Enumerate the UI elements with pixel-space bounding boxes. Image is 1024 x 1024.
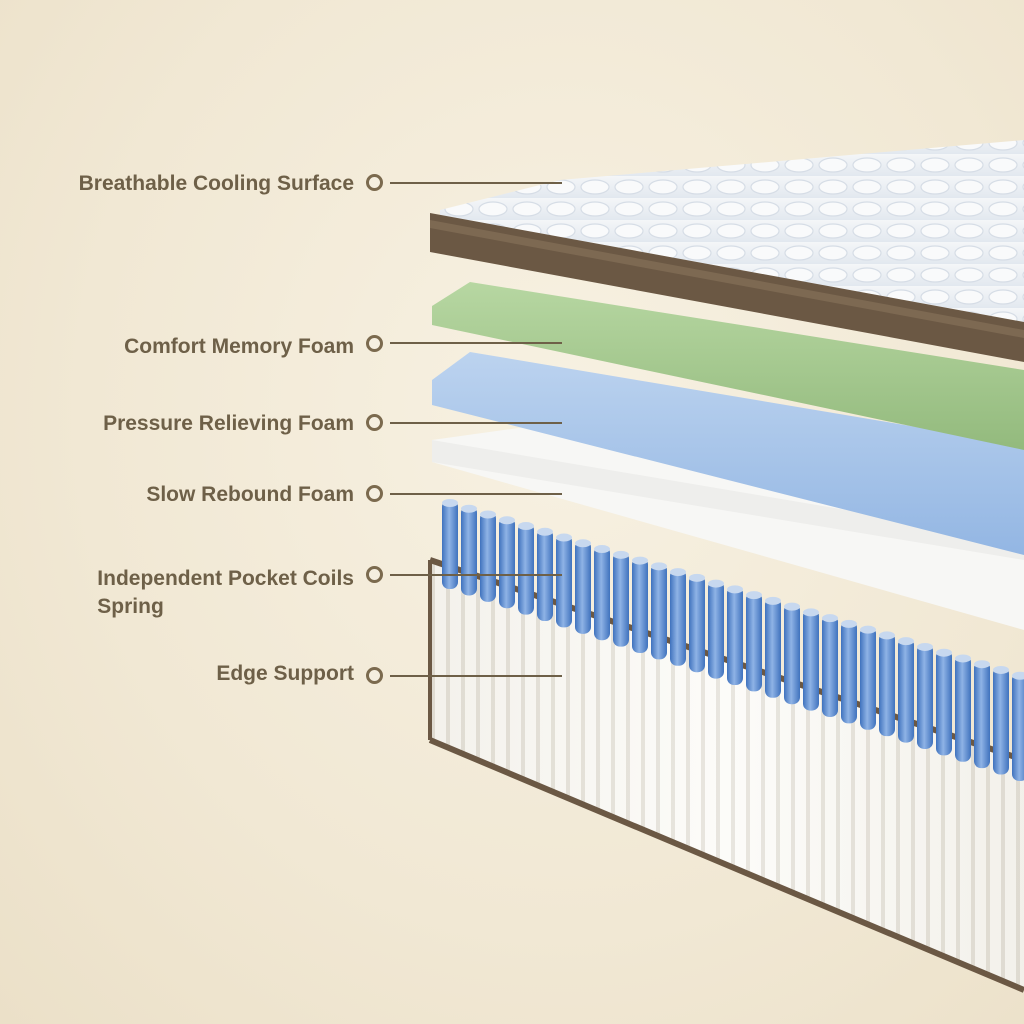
coil-cap <box>689 573 705 582</box>
coil-pocket <box>651 563 667 660</box>
coil-pocket <box>689 574 705 673</box>
coil-cap <box>461 504 477 513</box>
coil-cap <box>784 602 800 611</box>
coil-pocket <box>556 534 572 628</box>
coil-cap <box>974 660 990 669</box>
coil-cap <box>594 545 610 554</box>
coil-pocket <box>955 655 971 762</box>
leader-line-coils <box>390 574 562 576</box>
coil-cap <box>746 591 762 600</box>
coil-pocket <box>841 620 857 724</box>
coil-cap <box>499 516 515 525</box>
coil-pocket <box>898 638 914 743</box>
coil-pocket <box>917 643 933 749</box>
slow-rebound-foam <box>432 425 1024 630</box>
coil-pocket <box>822 615 838 717</box>
coil-cap <box>993 665 1009 674</box>
leader-line-cooling <box>390 182 562 184</box>
label-slow-rebound-foam: Slow Rebound Foam <box>146 481 354 509</box>
label-comfort-memory-foam: Comfort Memory Foam <box>124 333 354 361</box>
coil-pocket <box>936 649 952 756</box>
pressure-relieving-foam <box>432 352 1024 555</box>
coil-cap <box>860 625 876 634</box>
coil-pocket <box>708 580 724 679</box>
coil-pocket <box>974 661 990 769</box>
coil-cap <box>613 550 629 559</box>
coil-cap <box>765 596 781 605</box>
label-pressure-relieving-foam: Pressure Relieving Foam <box>103 410 354 438</box>
coil-pocket <box>518 523 534 615</box>
label-line: Slow Rebound Foam <box>146 483 354 506</box>
coil-pocket <box>993 666 1009 775</box>
coil-pocket <box>575 540 591 634</box>
coil-cap <box>936 648 952 657</box>
marker-dot-memory <box>366 335 383 352</box>
coil-cap <box>651 562 667 571</box>
coil-cap <box>442 499 458 507</box>
coil-cap <box>898 637 914 646</box>
coil-cap <box>727 585 743 594</box>
label-line: Edge Support <box>216 662 354 685</box>
coil-pocket <box>594 546 610 641</box>
coil-cap <box>575 539 591 548</box>
coil-cap <box>917 642 933 651</box>
leader-line-memory <box>390 342 562 344</box>
coil-cap <box>537 527 553 536</box>
leader-line-rebound <box>390 493 562 495</box>
coil-cap <box>670 568 686 577</box>
leader-line-pressure <box>390 422 562 424</box>
coil-pocket <box>879 632 895 737</box>
coil-pocket <box>860 626 876 730</box>
coil-cap <box>708 579 724 588</box>
breathable-cooling-surface <box>430 140 1024 362</box>
coil-cap <box>841 619 857 628</box>
coil-cap <box>1012 671 1024 680</box>
coil-pocket <box>765 597 781 698</box>
coil-pocket <box>499 517 515 609</box>
coil-pocket <box>480 511 496 602</box>
marker-dot-cooling <box>366 174 383 191</box>
coil-cap <box>803 608 819 617</box>
marker-dot-edge <box>366 667 383 684</box>
label-independent-pocket-coils-spring: Independent Pocket Coils Spring <box>97 565 354 621</box>
coil-cap <box>518 522 534 531</box>
label-edge-support: Edge Support <box>216 660 354 688</box>
coil-pocket <box>784 603 800 705</box>
coil-pocket <box>613 551 629 647</box>
coil-pocket <box>746 592 762 692</box>
marker-dot-coils <box>366 566 383 583</box>
label-line: Pressure Relieving Foam <box>103 412 354 435</box>
label-line: Spring <box>97 595 164 618</box>
comfort-memory-foam <box>432 282 1024 450</box>
coil-cap <box>955 654 971 663</box>
label-line: Independent Pocket Coils <box>97 567 354 590</box>
coil-pocket <box>461 505 477 596</box>
coil-cap <box>879 631 895 640</box>
coil-pocket <box>727 586 743 685</box>
coil-pocket <box>1012 672 1024 781</box>
label-line: Breathable Cooling Surface <box>78 172 354 195</box>
coil-pocket <box>670 569 686 666</box>
coil-pocket <box>803 609 819 711</box>
coil-cap <box>632 556 648 565</box>
coil-cap <box>480 510 496 519</box>
coil-pocket <box>442 500 458 590</box>
label-line: Comfort Memory Foam <box>124 335 354 358</box>
leader-line-edge <box>390 675 562 677</box>
label-breathable-cooling-surface: Breathable Cooling Surface <box>79 170 354 198</box>
marker-dot-rebound <box>366 485 383 502</box>
coil-pocket <box>632 557 648 654</box>
marker-dot-pressure <box>366 414 383 431</box>
coil-cap <box>822 614 838 623</box>
coil-cap <box>556 533 572 542</box>
